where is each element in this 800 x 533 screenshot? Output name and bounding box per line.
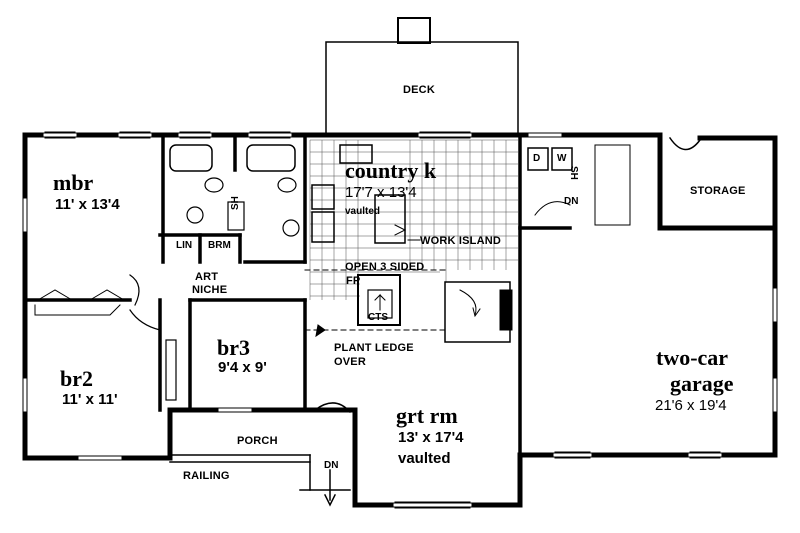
garage-size: 21'6 x 19'4	[655, 397, 727, 414]
garage-label-2: garage	[670, 371, 734, 396]
sh-label-2: SH	[568, 166, 579, 180]
washer	[551, 147, 573, 171]
mbr-size: 11' x 13'4	[55, 196, 120, 213]
storage-door	[668, 136, 702, 151]
grt-rm-label: grt rm	[396, 403, 458, 428]
sh-label-1: SH	[230, 196, 241, 210]
br3-label: br3	[217, 335, 250, 360]
lin-label: LIN	[176, 240, 193, 251]
interior-walls	[23, 133, 572, 507]
storage-label: STORAGE	[690, 185, 746, 197]
window-sills	[44, 131, 721, 509]
work-island-label: WORK ISLAND	[420, 235, 502, 247]
kitchen-size: 17'7 x 13'4	[345, 184, 417, 201]
toilet-1	[204, 177, 224, 193]
kitchen-label: country k	[345, 158, 437, 183]
grt-rm-note: vaulted	[398, 450, 451, 467]
fireplace	[357, 274, 401, 326]
bathtub-1	[169, 144, 213, 172]
chimney	[397, 17, 431, 44]
sink-1	[186, 206, 204, 224]
fp-label: FP	[346, 275, 361, 287]
laundry-stair	[594, 144, 631, 226]
brm-label: BRM	[208, 240, 231, 251]
plant-ledge-over-label: OVER	[334, 356, 366, 368]
bathtub-2	[246, 144, 296, 172]
toilet-2	[277, 177, 297, 193]
work-island	[374, 194, 406, 244]
grt-rm-size: 13' x 17'4	[398, 429, 464, 446]
niche-label: NICHE	[192, 284, 228, 296]
dn-bottom-label: DN	[324, 460, 339, 471]
range-icon	[311, 184, 335, 210]
mbr-label: mbr	[53, 170, 94, 195]
porch-label: PORCH	[237, 435, 278, 447]
deck-label: DECK	[403, 84, 435, 96]
kitchen-tile-grid	[309, 139, 518, 300]
garage-label-1: two-car	[656, 345, 729, 370]
br3-size: 9'4 x 9'	[218, 359, 267, 376]
br2-label: br2	[60, 366, 93, 391]
dryer	[527, 147, 549, 171]
railing-label: RAILING	[183, 470, 230, 482]
cts-label: CTS	[368, 312, 388, 323]
sink-2	[282, 219, 300, 237]
deck-outline	[325, 41, 519, 135]
art-label: ART	[195, 271, 219, 283]
br2-size: 11' x 11'	[62, 391, 118, 408]
dn-top-label: DN	[564, 196, 579, 207]
open-fp-label: OPEN 3 SIDED	[345, 261, 425, 273]
front-door	[313, 402, 352, 414]
windows	[23, 133, 777, 507]
kitchen-note: vaulted	[345, 206, 381, 217]
kitchen-sink	[339, 144, 373, 164]
plant-ledge-label: PLANT LEDGE	[334, 342, 414, 354]
d-label: D	[533, 153, 541, 164]
w-label: W	[557, 153, 567, 164]
